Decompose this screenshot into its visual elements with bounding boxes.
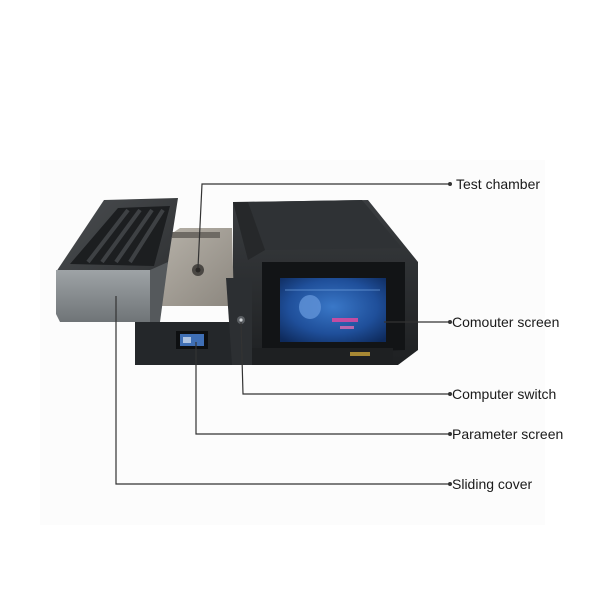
leader-line-computer-switch — [240, 321, 450, 395]
sample-tray — [150, 228, 234, 306]
leader-dots — [448, 182, 452, 486]
label-sliding-cover: Sliding cover — [452, 476, 533, 492]
parameter-screen-display — [176, 331, 208, 349]
leader-line-sliding-cover — [115, 296, 450, 485]
label-parameter-screen: Parameter screen — [452, 426, 564, 442]
label-test-chamber: Test chamber — [456, 176, 541, 192]
label-computer-switch: Computer switch — [452, 386, 557, 402]
switch-column — [226, 278, 252, 365]
computer-screen-display — [262, 262, 405, 355]
sliding-cover — [56, 198, 178, 322]
leader-line-parameter-screen — [195, 342, 450, 435]
label-computer-screen: Comouter screen — [452, 314, 560, 330]
leader-lines — [115, 183, 450, 485]
leader-line-test-chamber — [197, 183, 450, 269]
